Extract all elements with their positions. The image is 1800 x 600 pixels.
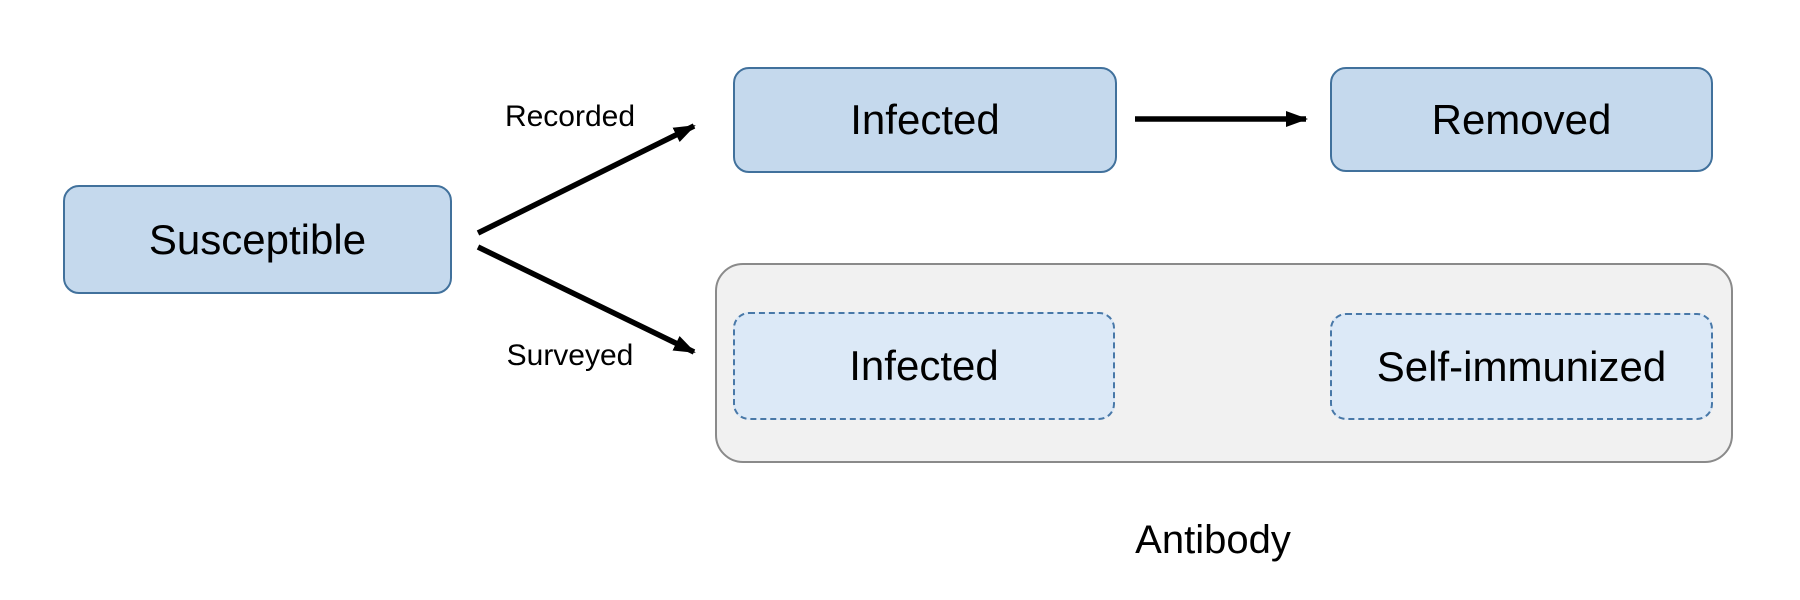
node-label: Infected xyxy=(850,96,1000,143)
arrow-surveyed xyxy=(476,244,696,355)
arrow-recorded xyxy=(476,123,696,236)
node-self-immunized: Self-immunized xyxy=(1330,313,1713,420)
node-infected-surveyed: Infected xyxy=(733,312,1115,420)
node-label: Removed xyxy=(1431,95,1612,143)
edge-label-surveyed: Surveyed xyxy=(506,339,634,372)
node-removed: Removed xyxy=(1330,67,1713,172)
group-label-antibody: Antibody xyxy=(1135,518,1291,562)
node-susceptible: Susceptible xyxy=(63,185,452,294)
node-label: Infected xyxy=(849,342,999,389)
node-infected-recorded: Infected xyxy=(733,67,1117,173)
node-label: Self-immunized xyxy=(1376,342,1667,390)
edge-label-recorded: Recorded xyxy=(504,100,636,133)
node-label: Susceptible xyxy=(148,215,367,263)
